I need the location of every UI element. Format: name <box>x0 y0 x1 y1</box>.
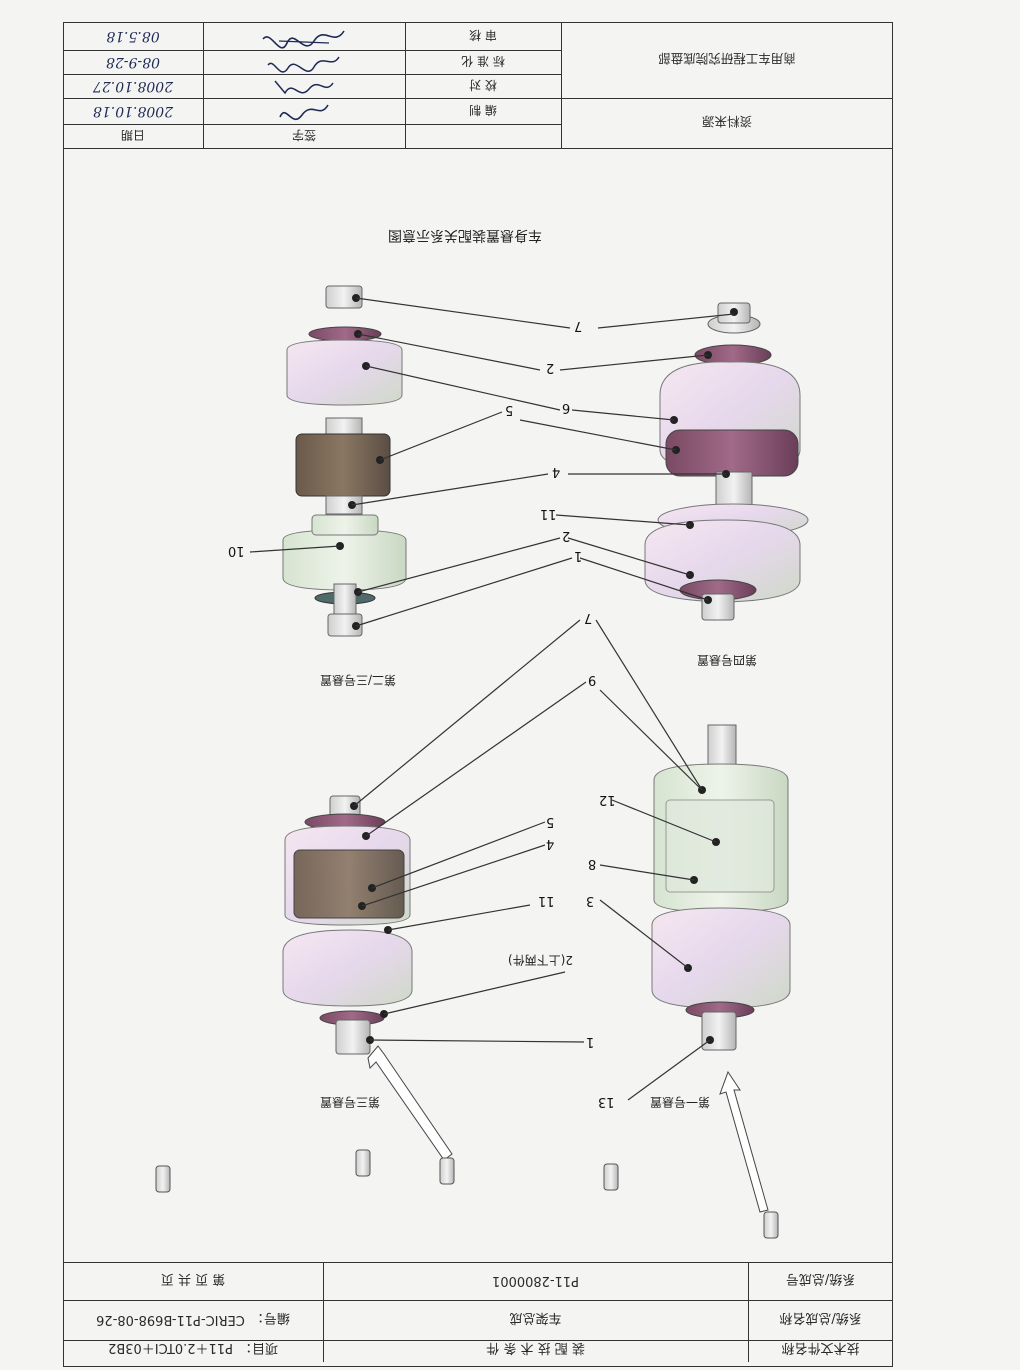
signature-standardization <box>203 50 405 74</box>
header-row-rule-2 <box>63 74 561 75</box>
callout-11: 11 <box>540 506 557 521</box>
mount3-lower-cushion <box>282 929 413 1007</box>
callout-5b: 5 <box>546 814 555 829</box>
callout-1b: 1 <box>586 1034 595 1049</box>
mount1-loose-bolt <box>763 1211 779 1239</box>
project-value: P11＋2.0TCI＋03B2 <box>108 1340 233 1355</box>
header-col-rule-1 <box>203 22 204 148</box>
leader-lines <box>249 297 735 1101</box>
page-count: 第 页 共 页 <box>160 1271 226 1287</box>
callout-6: 6 <box>562 400 571 415</box>
label-third-mount: 第三号悬置 <box>320 1095 381 1109</box>
footer-col-rule-2 <box>748 1262 749 1362</box>
mount3-rubber-core <box>293 849 405 919</box>
mount23-lower-hub <box>311 514 379 536</box>
mount1-window <box>665 799 775 893</box>
header-row-rule-3 <box>63 98 893 99</box>
label-two-pieces: 2(上下两件) <box>508 953 573 967</box>
label-first-mount: 第一号悬置 <box>650 1095 711 1109</box>
signature-scribble <box>279 104 329 121</box>
header-bottom-rule <box>63 148 893 149</box>
callout-11b: 11 <box>538 893 555 908</box>
tech-doc-label: 技术文件名称 <box>781 1340 860 1355</box>
signature-compile <box>203 98 405 124</box>
header-row-rule-1 <box>63 50 561 51</box>
mount3-bolt-head <box>335 1019 371 1055</box>
label-fourth-mount: 第四号悬置 <box>697 653 758 667</box>
mount23-bolt <box>333 583 357 615</box>
system-name: 车架总成 <box>509 1310 562 1326</box>
mount1-bolt-head <box>701 1011 737 1051</box>
signature-scribble <box>274 80 334 95</box>
mount3-loose-bolt <box>439 1157 455 1185</box>
footer-row-rule-1 <box>63 1300 893 1301</box>
drawing-number-value: CERIC-P11-B698-08-26 <box>96 1312 245 1328</box>
part-number: P11-2800001 <box>492 1273 579 1289</box>
mount23-lower-cushion <box>282 529 407 591</box>
header-col-rule-2 <box>405 22 406 148</box>
signature-review <box>203 22 405 50</box>
mount1-stud <box>707 724 737 766</box>
callout-13: 13 <box>598 1094 615 1109</box>
callout-1: 1 <box>574 548 583 563</box>
label-second-third-mount: 第二/三号悬置 <box>320 673 397 687</box>
callout-10: 10 <box>228 543 245 558</box>
mount23-bolt-head <box>327 613 363 637</box>
callout-12: 12 <box>599 792 616 807</box>
callout-3: 3 <box>586 893 595 908</box>
third-mount-assembly <box>282 795 455 1185</box>
callout-2b: 2 <box>562 528 571 543</box>
mount4-spacer <box>665 429 799 477</box>
callout-9: 9 <box>588 672 597 687</box>
mount3-install-arrow <box>367 1045 453 1161</box>
fourth-mount-assembly <box>644 302 809 621</box>
loose-bolt <box>155 1165 171 1193</box>
header-row-rule-4 <box>63 124 561 125</box>
second-third-mount-assembly <box>282 285 407 637</box>
mount23-upper-cushion <box>286 339 403 406</box>
drawing-number-label: 编号： <box>250 1310 290 1326</box>
project-label: 项目： <box>238 1340 278 1355</box>
footer-top-rule <box>63 1262 893 1263</box>
mount23-plate <box>308 326 382 342</box>
mount1-install-arrow <box>719 1070 769 1213</box>
signature-scribble <box>267 56 340 73</box>
mount23-nut <box>325 285 363 309</box>
mount23-sleeve <box>325 417 363 437</box>
header-col-rule-3 <box>561 22 562 148</box>
loose-bolt <box>355 1149 371 1177</box>
drawing-number: 编号： CERIC-P11-B698-08-26 <box>63 1300 323 1340</box>
document-type: 装 配 技 术 条 件 <box>486 1340 585 1355</box>
signature-check <box>203 74 405 98</box>
callout-4b: 4 <box>546 836 555 851</box>
footer-col-rule-1 <box>323 1262 324 1362</box>
callout-7: 7 <box>574 318 583 333</box>
callout-7b: 7 <box>584 610 593 625</box>
system-number-label: 系统/总成号 <box>785 1271 856 1287</box>
mount1-lower-cushion <box>651 907 791 1009</box>
signature-scribble <box>262 30 345 49</box>
callout-5: 5 <box>505 402 514 417</box>
footer-row-rule-2 <box>63 1340 893 1341</box>
first-mount-assembly <box>651 724 791 1239</box>
system-name-label: 系统/总成名称 <box>779 1310 862 1326</box>
project-field: 项目： P11＋2.0TCI＋03B2 <box>63 1340 323 1370</box>
callout-8: 8 <box>588 856 597 871</box>
mount23-spacer <box>325 495 363 515</box>
callout-4: 4 <box>552 464 561 479</box>
loose-bolt <box>603 1163 619 1191</box>
callout-2: 2 <box>546 360 555 375</box>
mount23-rubber-core <box>295 433 391 497</box>
